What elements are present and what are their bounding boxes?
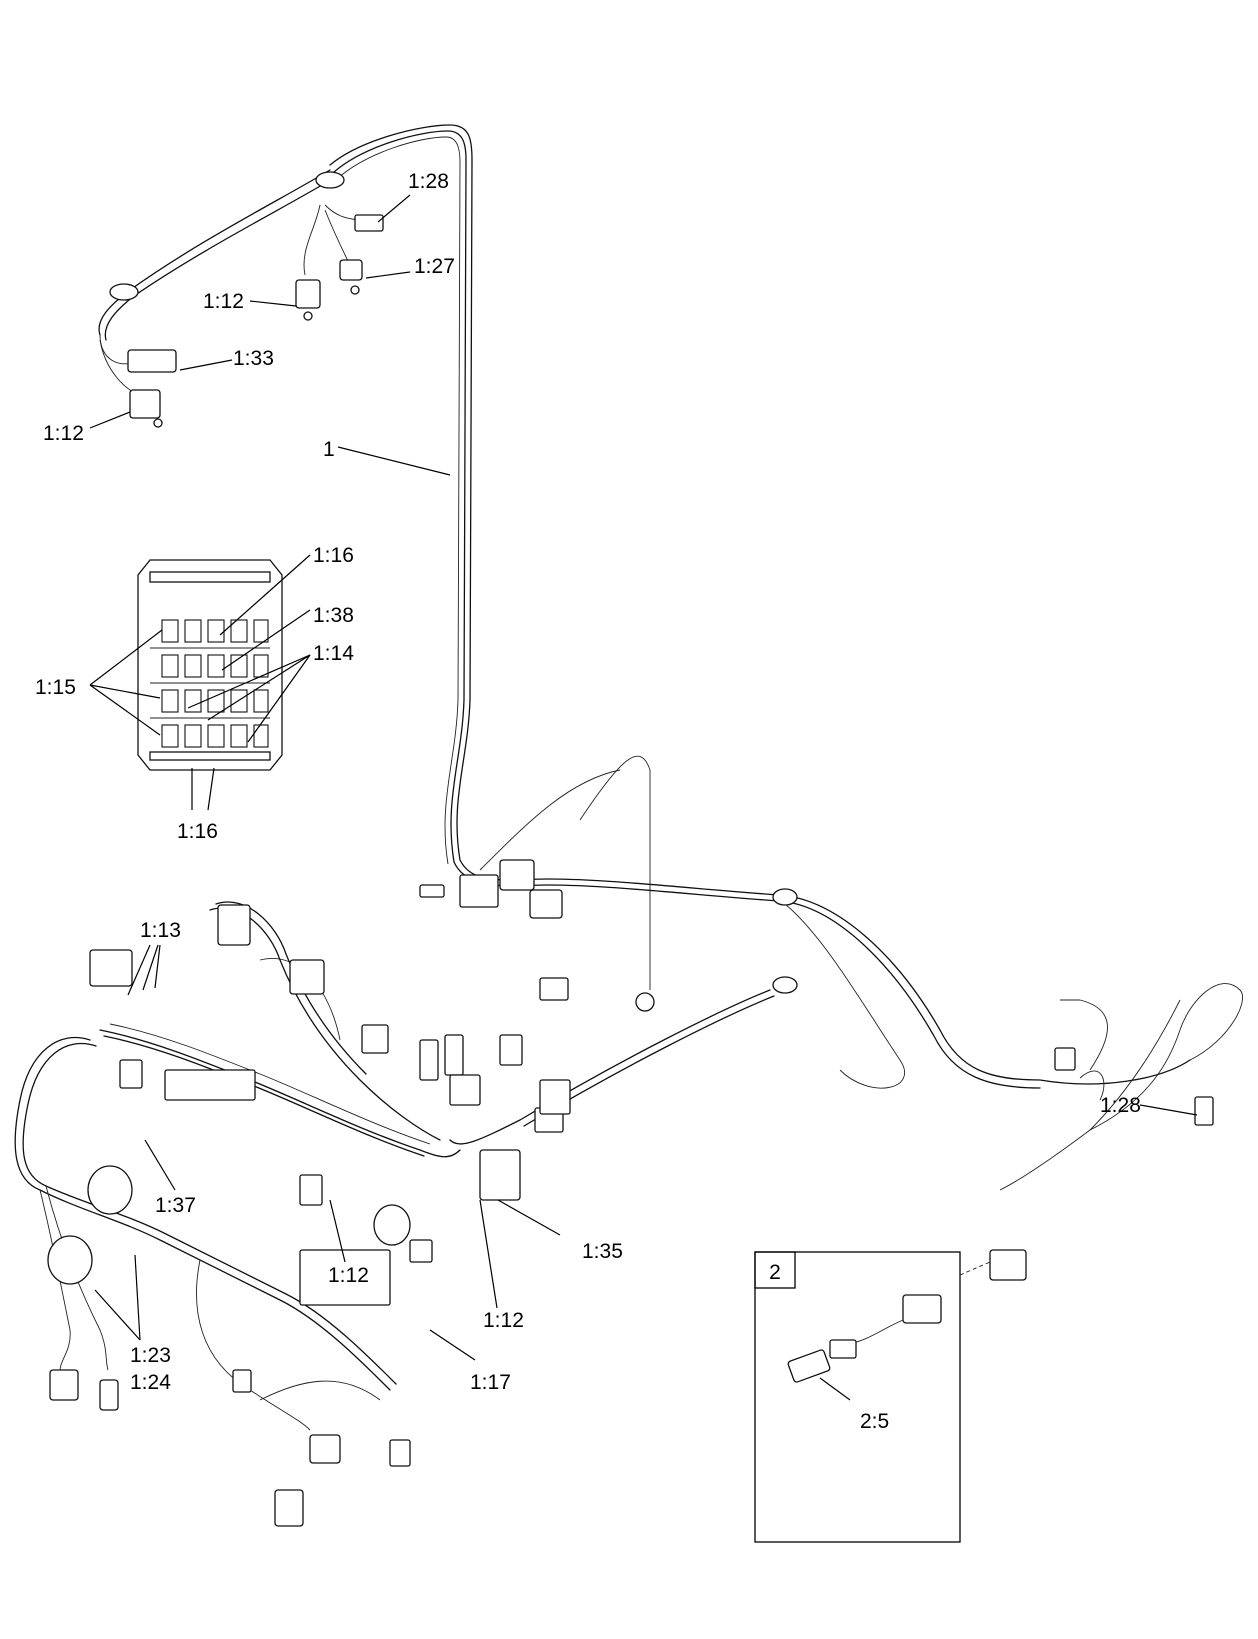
callout-1: 1 — [323, 438, 335, 461]
callout-1-24: 1:24 — [130, 1371, 171, 1394]
leader-lines — [89, 194, 1198, 1401]
fuse-row-3 — [161, 689, 269, 713]
callout-1-17: 1:17 — [470, 1371, 511, 1394]
callout-1-16-bottom: 1:16 — [177, 820, 218, 843]
main-harness-trunk — [329, 124, 521, 887]
callout-1-15: 1:15 — [35, 676, 76, 699]
central-junction-harness — [419, 755, 1243, 1191]
callout-1-28-top: 1:28 — [408, 170, 449, 193]
fuse-block — [137, 559, 283, 771]
callout-1-16-top: 1:16 — [313, 544, 354, 567]
callout-1-35: 1:35 — [582, 1240, 623, 1263]
callout-1-37: 1:37 — [155, 1194, 196, 1217]
fuse-row-4 — [161, 724, 269, 748]
callout-labels: 1:28 1:27 1:12 1:33 1:12 1 1:16 1:38 1:1… — [35, 170, 1141, 1433]
callout-1-13: 1:13 — [140, 919, 181, 942]
callout-1-28-right: 1:28 — [1100, 1094, 1141, 1117]
callout-1-12-d: 1:12 — [483, 1309, 524, 1332]
callout-1-33: 1:33 — [233, 347, 274, 370]
fuse-row-2 — [161, 654, 269, 678]
detail-box-label: 2 — [769, 1261, 781, 1284]
callout-1-12-a: 1:12 — [203, 290, 244, 313]
callout-1-27: 1:27 — [414, 255, 455, 278]
callout-1-14: 1:14 — [313, 642, 354, 665]
callout-1-38: 1:38 — [313, 604, 354, 627]
fuse-row-1 — [161, 619, 269, 643]
detail-box-2: 2 — [754, 1249, 1027, 1543]
callout-1-12-b: 1:12 — [43, 422, 84, 445]
lower-main-harness — [14, 901, 571, 1527]
callout-1-23: 1:23 — [130, 1344, 171, 1367]
callout-2-5: 2:5 — [860, 1410, 889, 1433]
callout-1-12-c: 1:12 — [328, 1264, 369, 1287]
upper-branch-harness — [98, 169, 384, 428]
